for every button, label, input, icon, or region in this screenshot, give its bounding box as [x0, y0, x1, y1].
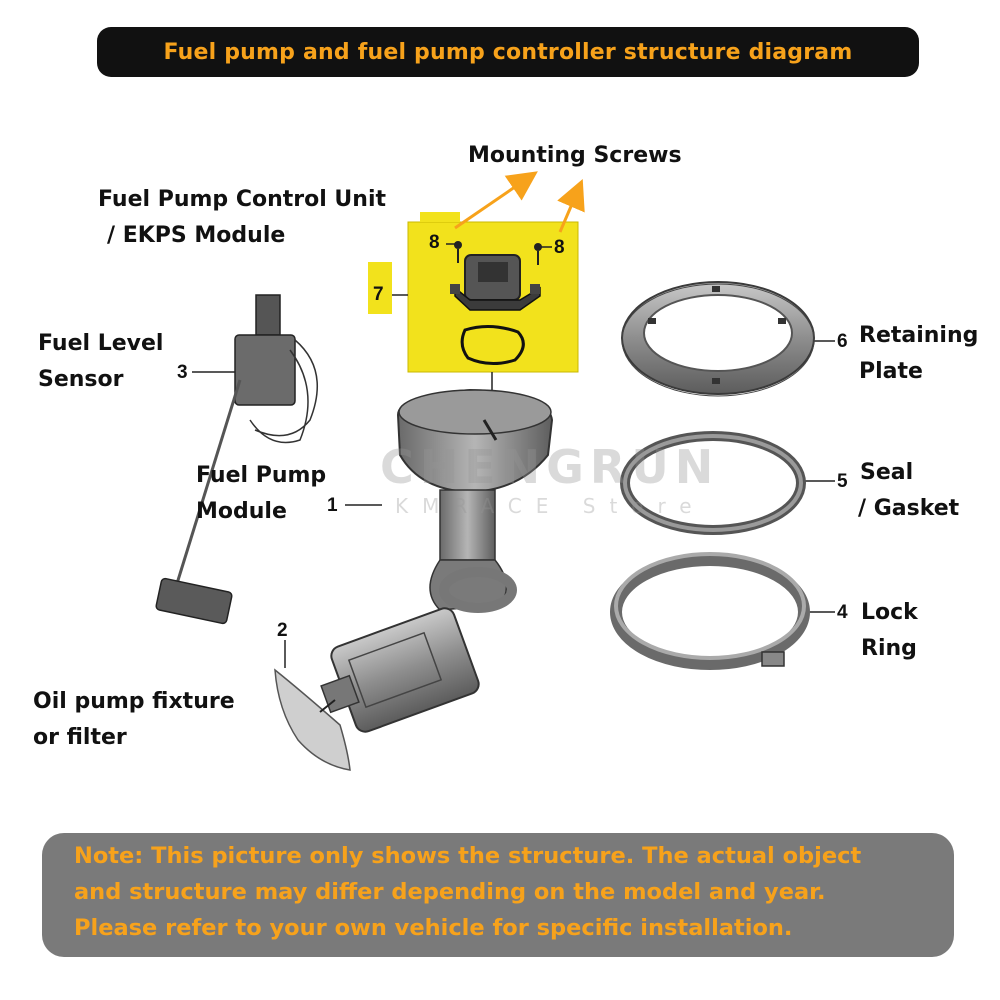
label-control-unit-2: / EKPS Module: [107, 223, 286, 248]
part-number-3: 3: [177, 362, 188, 383]
title-bar: Fuel pump and fuel pump controller struc…: [97, 27, 919, 77]
label-pump-module-2: Module: [196, 499, 287, 524]
label-fixture-1: Oil pump fixture: [33, 689, 235, 714]
label-fuel-level-2: Sensor: [38, 367, 124, 392]
label-seal-2: / Gasket: [858, 496, 960, 521]
label-7-highlight: [368, 262, 392, 314]
label-pump-module-1: Fuel Pump: [196, 463, 327, 488]
retaining-plate-drawing: [621, 281, 815, 397]
note-box: Note: This picture only shows the struct…: [42, 833, 954, 957]
note-line-3: Please refer to your own vehicle for spe…: [74, 915, 793, 941]
part-number-5: 5: [837, 471, 848, 492]
label-retaining-1: Retaining: [859, 323, 979, 348]
part-number-8-left: 8: [429, 232, 440, 253]
part-number-1: 1: [327, 495, 338, 516]
label-fuel-level-1: Fuel Level: [38, 331, 164, 356]
watermark-line2: KMRACE Store: [395, 494, 706, 518]
label-seal-1: Seal: [860, 460, 914, 485]
note-line-2: and structure may differ depending on th…: [74, 879, 826, 905]
filter-drawing: [274, 668, 351, 771]
diagram-title: Fuel pump and fuel pump controller struc…: [163, 39, 853, 65]
lock-ring-drawing: [610, 552, 810, 670]
arrow-left: [454, 171, 538, 230]
part-number-4: 4: [837, 602, 848, 623]
part-number-8-right: 8: [554, 237, 565, 258]
fuel-pump-module-drawing: [320, 388, 554, 733]
fuel-level-sensor-drawing: [155, 294, 318, 625]
label-control-unit-1: Fuel Pump Control Unit: [98, 187, 387, 212]
watermark-line1: CHENGRUN: [380, 440, 720, 494]
seal-drawing: [620, 431, 806, 535]
label-lock-2: Ring: [861, 636, 917, 661]
part-number-6: 6: [837, 331, 848, 352]
part-number-7: 7: [373, 284, 384, 305]
part-number-2: 2: [277, 620, 288, 641]
label-mounting-screws: Mounting Screws: [468, 143, 682, 168]
label-fixture-2: or filter: [33, 725, 127, 750]
control-unit-drawing: [450, 241, 542, 365]
arrow-right: [557, 178, 585, 233]
label-lock-1: Lock: [861, 600, 918, 625]
note-line-1: Note: This picture only shows the struct…: [74, 843, 862, 869]
label-retaining-2: Plate: [859, 359, 923, 384]
